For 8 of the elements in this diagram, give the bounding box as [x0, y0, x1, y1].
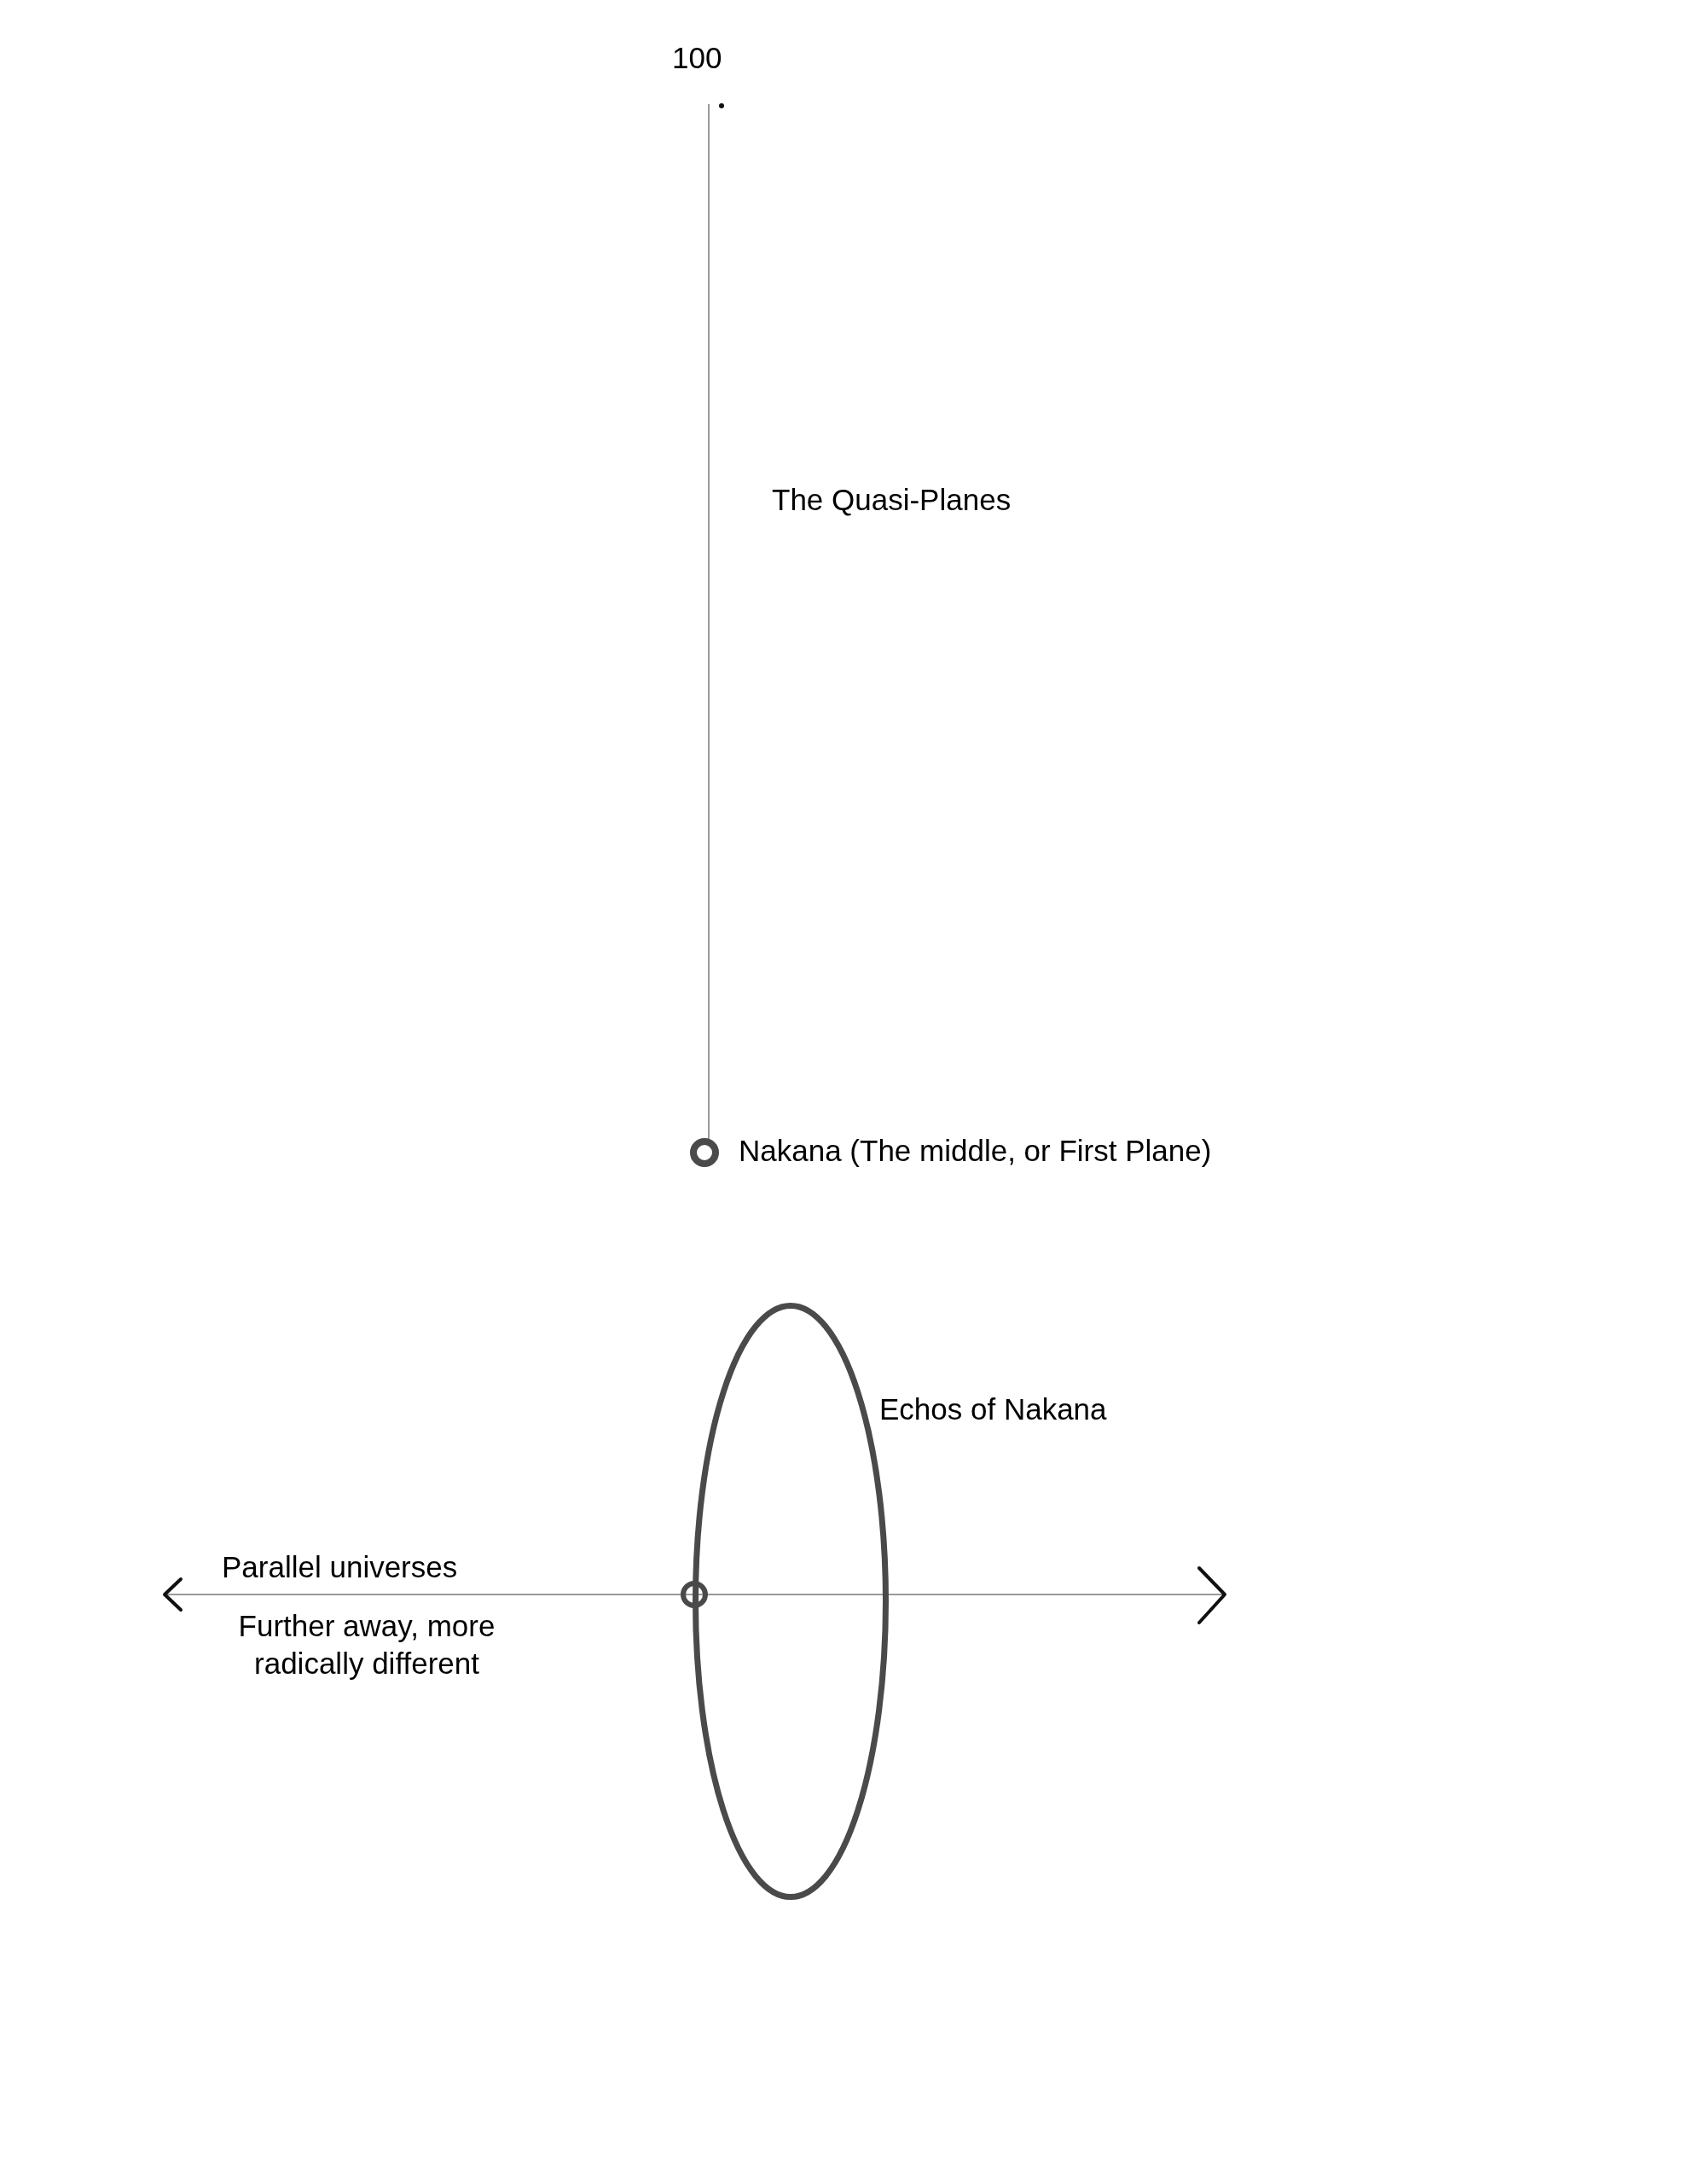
annotation-text: Further away, more radically different [237, 1608, 496, 1682]
ring-marker [681, 1581, 708, 1608]
axis-value: 100 [672, 40, 722, 76]
shape-caption: Nakana (The middle, or First Plane) [739, 1133, 1212, 1169]
annotation-text: The Quasi-Planes [772, 482, 1012, 518]
annotation-text: Parallel universes [222, 1549, 458, 1585]
shape-caption: Echos of Nakana [879, 1391, 1107, 1427]
ring-marker [690, 1138, 719, 1167]
